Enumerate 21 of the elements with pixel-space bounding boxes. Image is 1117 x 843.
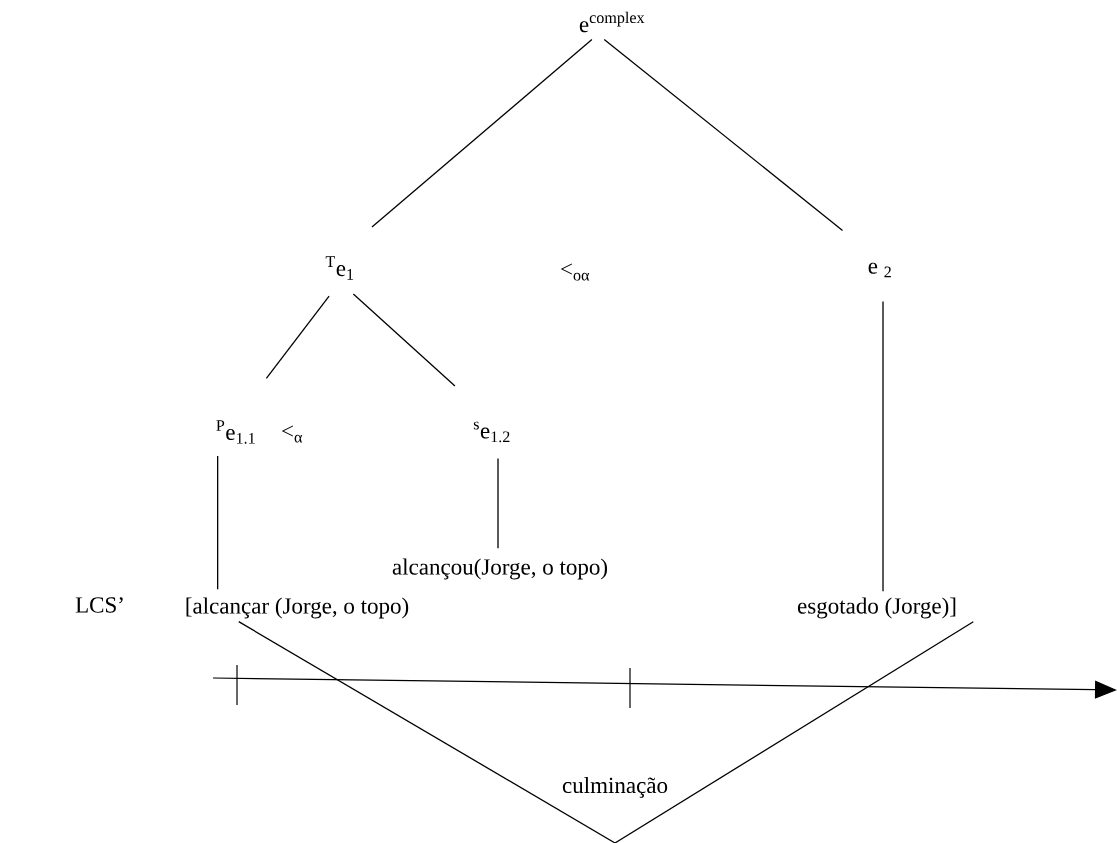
precedence-symbol: <$_{oα}$ <box>561 263 590 281</box>
tree-branch <box>265 295 330 379</box>
row-label: LCS’ <box>75 597 123 613</box>
event-label: $^{P}$e$_{1.1}$ <box>216 420 255 444</box>
tree-branch <box>371 38 593 228</box>
tree-branch <box>614 621 974 843</box>
tree-branch <box>352 293 456 387</box>
predicate-label: alcançou(Jorge, o topo) <box>392 558 608 580</box>
precedence-symbol: <$_{α}$ <box>282 425 303 443</box>
tree-branch <box>497 457 499 549</box>
predicate-label: esgotado (Jorge)] <box>797 597 956 619</box>
event-label: $^{T}$e$_{1}$ <box>325 256 354 280</box>
tree-branch <box>603 38 844 232</box>
event-label: $^{s}$e$_{1.2}$ <box>473 421 510 443</box>
tree-branch <box>882 300 884 592</box>
event-label: culminação <box>562 776 668 798</box>
predicate-label: [alcançar (Jorge, o topo) <box>186 597 409 619</box>
tree-branch <box>217 455 219 590</box>
event-label: e $_{2}$ <box>868 262 891 278</box>
tree-branch <box>238 621 616 843</box>
event-label: e$^{complex}$ <box>579 11 645 33</box>
